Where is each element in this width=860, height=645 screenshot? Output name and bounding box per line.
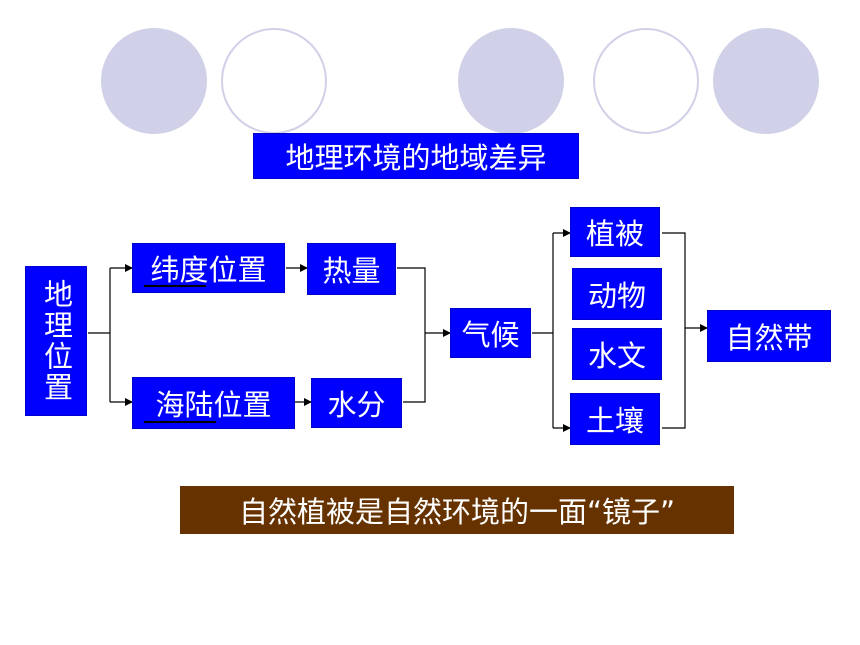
- decor-circle-3: [458, 28, 564, 134]
- caption-banner: 自然植被是自然环境的一面“镜子”: [180, 486, 734, 534]
- latitude-underline: [144, 285, 206, 287]
- decor-circle-4: [593, 28, 699, 134]
- node-water: 水分: [311, 378, 402, 428]
- node-geographic-location: 地理位置: [25, 266, 87, 416]
- node-natural-zone: 自然带: [707, 310, 831, 362]
- node-hydrology: 水文: [572, 328, 662, 380]
- decor-circle-1: [101, 28, 207, 134]
- node-animals: 动物: [572, 268, 662, 320]
- page-title: 地理环境的地域差异: [253, 133, 579, 179]
- node-latitude-position: 纬度位置: [132, 243, 285, 293]
- node-land-sea-position: 海陆位置: [132, 377, 295, 429]
- node-climate: 气候: [450, 308, 531, 358]
- node-vegetation: 植被: [570, 207, 660, 257]
- decor-circle-5: [713, 28, 819, 134]
- decor-circle-2: [221, 28, 327, 134]
- node-soil: 土壤: [570, 393, 660, 445]
- land-sea-underline: [144, 421, 216, 423]
- node-heat: 热量: [307, 243, 396, 295]
